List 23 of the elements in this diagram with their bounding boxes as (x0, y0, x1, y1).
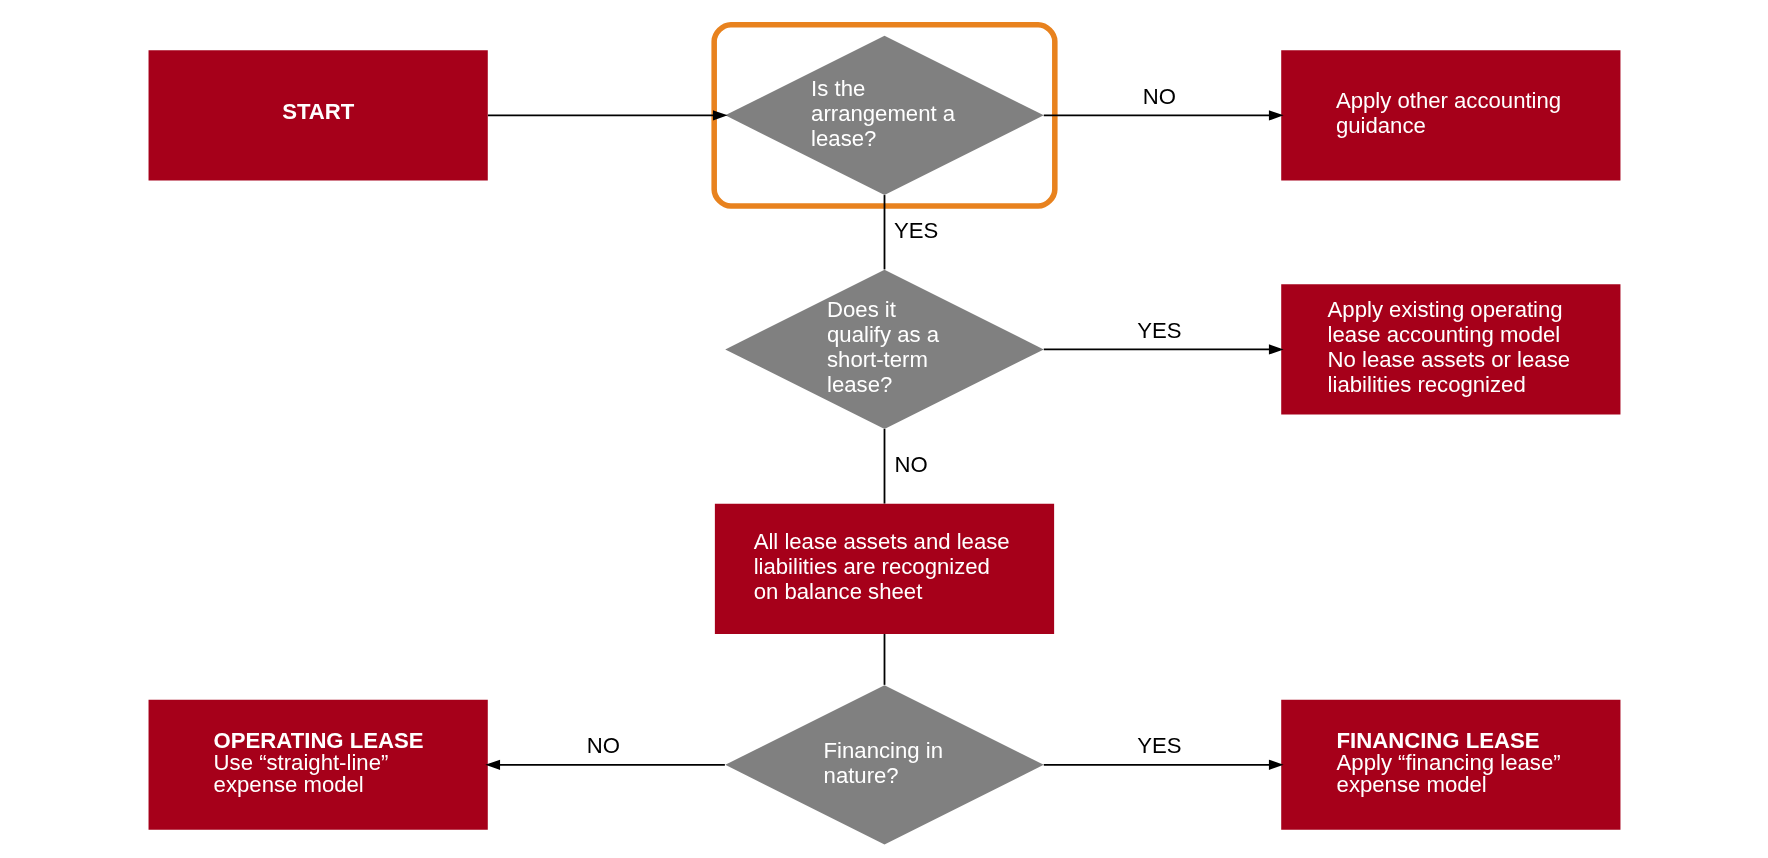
arrow (1042, 110, 1284, 121)
arrow (1042, 759, 1284, 770)
edge-label: NO (586, 733, 620, 759)
arrow (1042, 344, 1284, 355)
node-diamond: Does it qualify as a short-term lease? (724, 269, 1044, 429)
edge-label: NO (1142, 84, 1176, 110)
connector (883, 633, 885, 686)
edge-label: NO (894, 451, 928, 477)
connector (883, 428, 885, 505)
edge-label: YES (893, 217, 938, 243)
node-diamond: Financing in nature? (724, 685, 1044, 845)
arrow (484, 759, 726, 770)
edge-label: YES (1136, 318, 1182, 344)
node-box: All lease assets and lease liabilities are recognized on balance sheet (714, 503, 1054, 634)
arrow (486, 110, 728, 121)
node-box: Apply existing operating lease accounting model No lease assets or lease liabilities recognized (1280, 284, 1620, 415)
connector (883, 194, 885, 271)
node-box: START (148, 50, 488, 181)
node-box: OPERATING LEASE Use “straight-line” expense model (148, 699, 488, 830)
node-diamond: Is the arrangement a lease? (724, 35, 1044, 195)
node-box: Apply other accounting guidance (1280, 50, 1620, 181)
edge-label: YES (1136, 733, 1182, 759)
node-box: FINANCING LEASE Apply “financing lease” expense model (1280, 699, 1620, 830)
